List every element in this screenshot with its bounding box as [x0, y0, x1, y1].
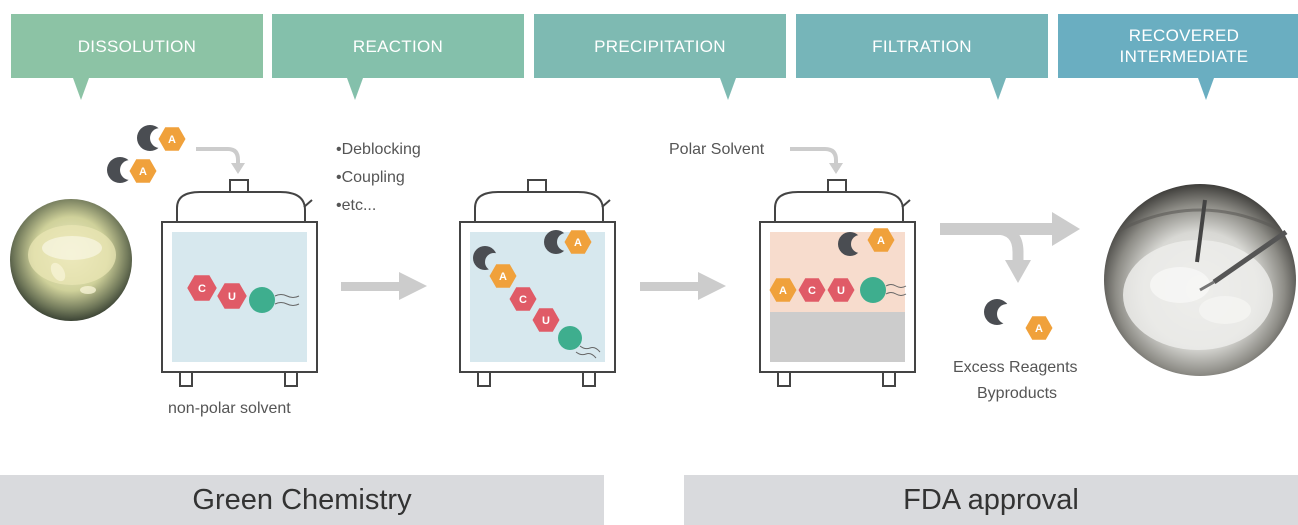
support-bead [558, 326, 582, 350]
stage-precipitation: PRECIPITATION [534, 14, 786, 100]
stage-reaction: REACTION [272, 14, 524, 100]
non-polar-solvent-label: non-polar solvent [168, 400, 291, 417]
stage-pointer [990, 78, 1006, 100]
stage-reaction-label: REACTION [352, 36, 444, 56]
arrow-right-icon [341, 272, 427, 300]
stage-dissolution: DISSOLUTION [11, 14, 263, 100]
dissolution-flask-photo [10, 199, 132, 321]
reagent-input-group: A A [107, 125, 245, 183]
monomer-a-label: A [499, 271, 507, 283]
fda-approval-banner: FDA approval [684, 475, 1298, 525]
fda-approval-label: FDA approval [903, 483, 1079, 516]
arrow-right-icon [640, 272, 726, 300]
green-chemistry-label: Green Chemistry [192, 483, 412, 516]
stage-filtration-label: FILTRATION [872, 36, 972, 56]
reaction-step-deblocking: •Deblocking [336, 141, 421, 158]
green-chemistry-banner: Green Chemistry [0, 475, 604, 525]
stage-pointer [720, 78, 736, 100]
filtration-split-arrow [940, 212, 1080, 283]
monomer-a-label: A [139, 166, 147, 178]
monomer-c-label: C [808, 285, 816, 297]
byproducts-label: Byproducts [977, 385, 1058, 402]
curved-arrow-icon [196, 147, 240, 165]
monomer-a-label: A [168, 134, 176, 146]
vessel-precipitation: A A C U [759, 179, 916, 387]
monomer-u-label: U [228, 291, 236, 303]
polar-solvent-label: Polar Solvent [669, 141, 765, 158]
stage-dissolution-label: DISSOLUTION [77, 36, 197, 56]
stage-pointer [73, 78, 89, 100]
monomer-a-label: A [574, 237, 582, 249]
monomer-u-label: U [542, 315, 550, 327]
monomer-c-label: C [519, 294, 527, 306]
process-diagram: A A C U A [10, 125, 1296, 387]
stage-pointer [1198, 78, 1214, 100]
excess-reagents-label: Excess Reagents [953, 359, 1078, 376]
monomer-a-label: A [779, 285, 787, 297]
support-bead [860, 277, 886, 303]
monomer-a-label: A [1035, 323, 1043, 335]
reaction-step-coupling: •Coupling [336, 169, 405, 186]
reaction-step-etc: •etc... [336, 197, 377, 214]
stage-recovered-intermediate: RECOVERED INTERMEDIATE [1058, 14, 1298, 100]
support-bead [249, 287, 275, 313]
stage-pointer [347, 78, 363, 100]
monomer-c-label: C [198, 283, 206, 295]
curved-arrow-icon [790, 147, 838, 165]
vessel-reaction: A A C U [459, 179, 616, 387]
stage-filtration: FILTRATION [796, 14, 1048, 100]
monomer-a-label: A [877, 235, 885, 247]
stage-precipitation-label: PRECIPITATION [594, 36, 726, 56]
monomer-u-label: U [837, 285, 845, 297]
stage-recovered-intermediate-label: RECOVERED INTERMEDIATE [1119, 26, 1249, 66]
recovered-powder-photo [1104, 184, 1296, 376]
vessel-dissolution: C U [161, 179, 318, 387]
